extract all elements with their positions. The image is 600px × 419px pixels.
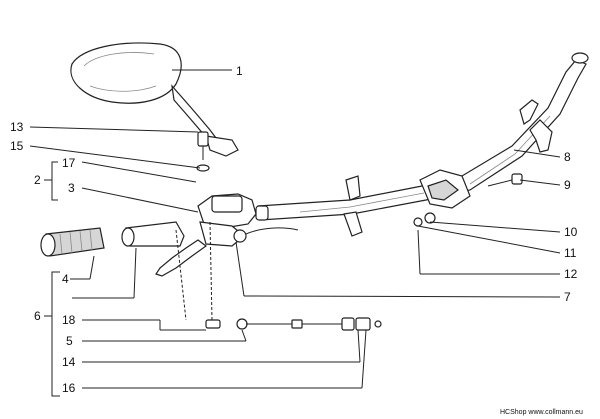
left-grip-part	[40, 227, 105, 257]
callout-10: 10	[564, 225, 578, 239]
callout-8: 8	[564, 150, 571, 164]
callout-16: 16	[62, 381, 76, 395]
credit-text: HCShop www.collmann.eu	[500, 409, 583, 416]
callout-13: 13	[10, 120, 24, 134]
callout-12: 12	[564, 267, 578, 281]
callout-2: 2	[34, 173, 41, 187]
callout-18: 18	[62, 313, 76, 327]
nut-washer-part	[413, 212, 436, 227]
throttle-grip-part	[121, 221, 185, 247]
screw-part	[196, 131, 210, 172]
callout-4: 4	[62, 272, 69, 286]
callout-7: 7	[564, 290, 571, 304]
callout-9: 9	[564, 178, 571, 192]
group-brackets	[44, 161, 60, 397]
callout-17: 17	[62, 156, 76, 170]
callout-11: 11	[564, 246, 577, 260]
leader-lines	[29, 69, 561, 389]
mirror-part	[70, 42, 239, 157]
bar-clamp-part	[343, 99, 553, 237]
callout-15: 15	[10, 139, 24, 153]
bolt-part	[487, 173, 523, 187]
throttle-cable-part	[205, 317, 382, 331]
master-cylinder-part	[155, 193, 299, 277]
callout-1: 1	[236, 64, 243, 78]
callout-6: 6	[34, 309, 41, 323]
callout-labels: 1 13 15 17 2 3 8 9 10 11 12 7 4 6 18 5 1…	[10, 64, 578, 395]
callout-3: 3	[68, 181, 75, 195]
callout-14: 14	[62, 355, 76, 369]
callout-5: 5	[66, 334, 73, 348]
